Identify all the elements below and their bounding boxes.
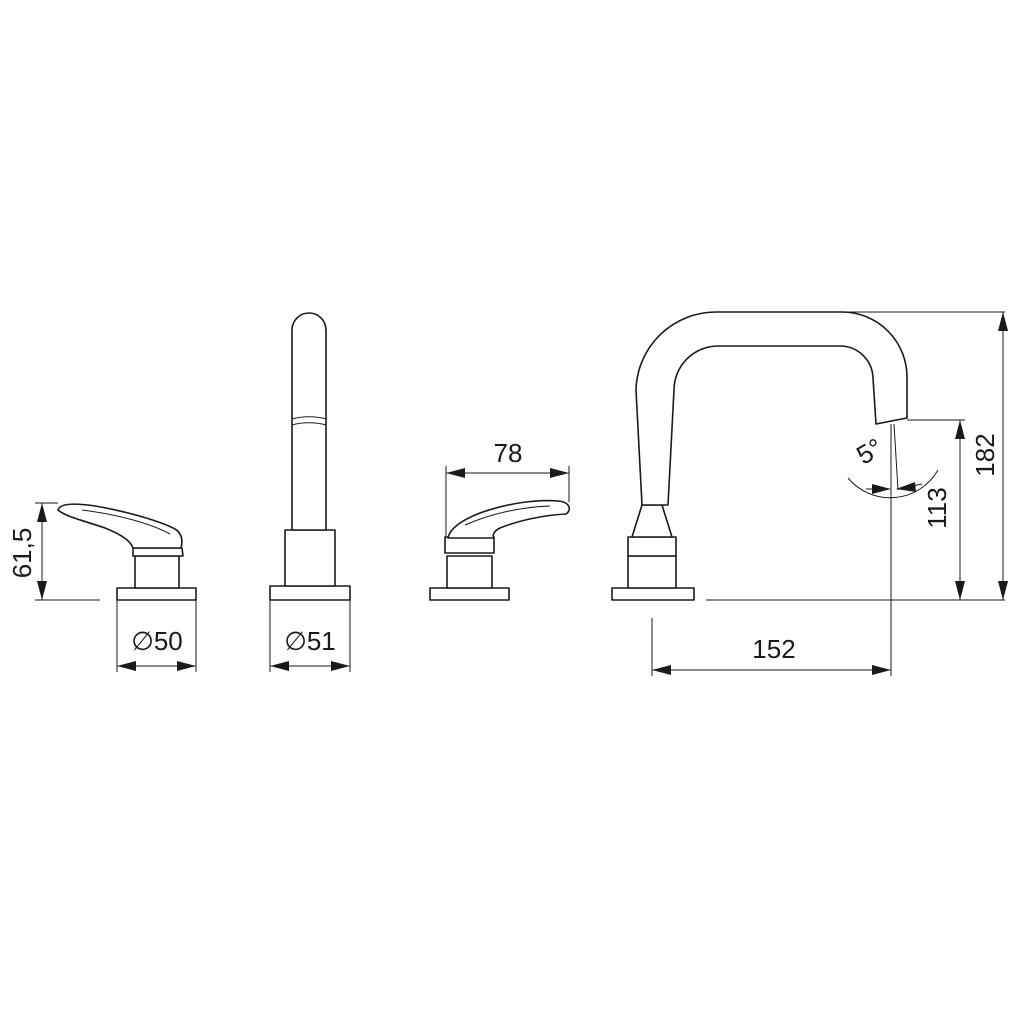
- dim-handle-height: 61,5: [7, 528, 37, 579]
- dim-spout-total-height: 182: [970, 433, 1000, 476]
- dimension-lines: [35, 312, 1008, 676]
- right-handle-valve: [429, 499, 571, 601]
- dim-spout-angle: 5°: [851, 432, 888, 470]
- dim-handle-lever-length: 78: [494, 438, 523, 468]
- center-hand-shower: [269, 312, 351, 601]
- left-handle-valve: [57, 503, 197, 601]
- spout-assembly: [611, 311, 1005, 601]
- dim-diverter-base-diameter: ∅51: [284, 626, 336, 656]
- dim-spout-outlet-height: 113: [922, 487, 952, 528]
- dim-spout-reach: 152: [752, 634, 795, 664]
- dim-handle-base-diameter: ∅50: [131, 626, 183, 656]
